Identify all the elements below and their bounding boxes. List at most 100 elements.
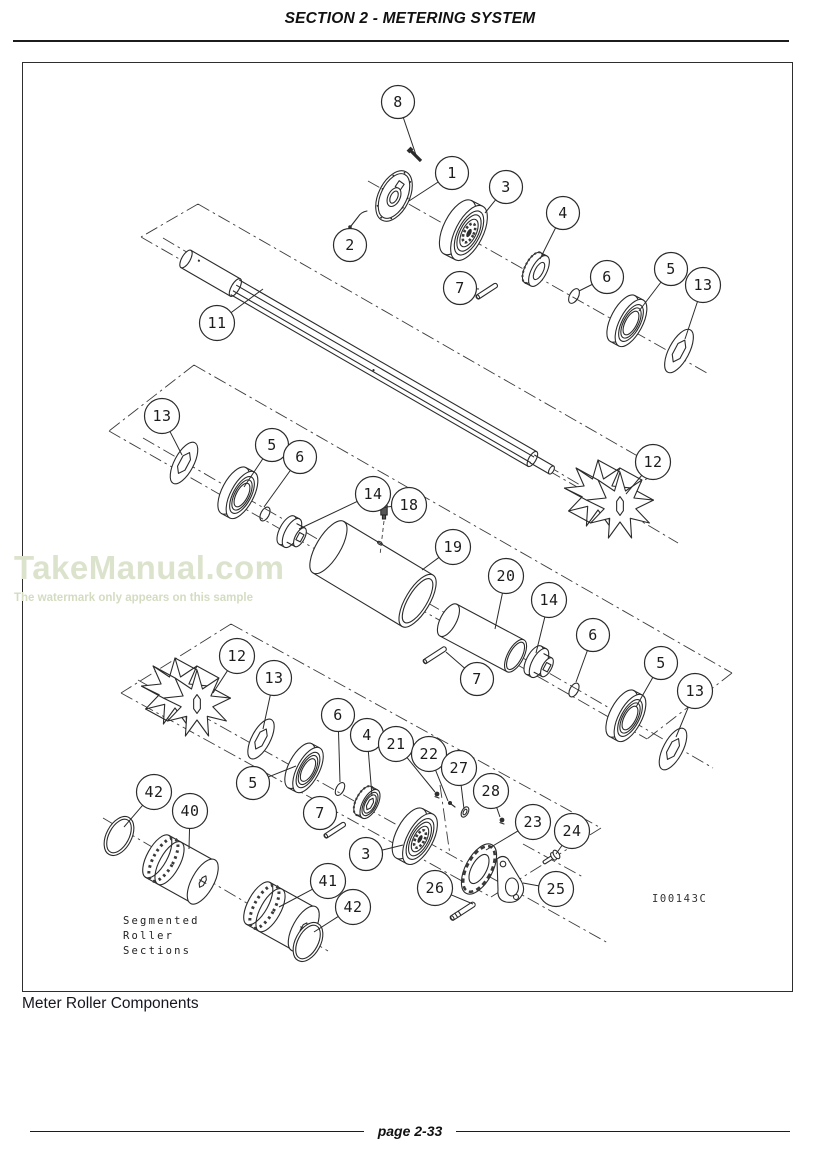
callout-7: 7 [442, 270, 480, 306]
callout-23: 23 [485, 803, 552, 851]
part-gear [563, 459, 655, 539]
part-washer [169, 441, 199, 485]
part-washer [664, 328, 694, 374]
svg-text:1: 1 [447, 164, 457, 182]
callout-6: 6 [320, 697, 356, 783]
part-pin [475, 282, 499, 300]
part-screw8 [406, 146, 423, 163]
part-oring [334, 782, 346, 796]
callout-7: 7 [445, 651, 495, 697]
svg-text:42: 42 [144, 783, 163, 801]
callout-42: 42 [313, 888, 372, 933]
svg-text:5: 5 [666, 260, 676, 278]
callout-14: 14 [530, 581, 568, 654]
callout-24: 24 [553, 812, 591, 855]
part-collar [521, 251, 550, 287]
figure-box: TakeManual.com The watermark only appear… [14, 62, 793, 992]
svg-text:5: 5 [248, 774, 258, 792]
part-roller [309, 520, 437, 628]
part-shaft [179, 249, 555, 475]
part-hub [523, 645, 554, 679]
callout-4: 4 [539, 195, 581, 260]
footer-rule-right [456, 1130, 790, 1132]
part-part1 [375, 170, 413, 222]
svg-text:13: 13 [685, 682, 704, 700]
svg-text:19: 19 [443, 538, 462, 556]
part-pin [323, 821, 347, 839]
callout-22: 22 [410, 735, 449, 802]
callout-5: 5 [243, 427, 290, 488]
svg-text:28: 28 [481, 782, 500, 800]
svg-text:8: 8 [393, 93, 403, 111]
callout-5: 5 [235, 765, 297, 801]
svg-text:18: 18 [399, 496, 418, 514]
svg-text:13: 13 [693, 276, 712, 294]
part-roller [436, 603, 528, 673]
part-oring [259, 506, 271, 522]
diagram-detail-lines [379, 520, 385, 556]
svg-text:6: 6 [333, 706, 343, 724]
drawing-code: I00143C [652, 893, 708, 905]
callout-21: 21 [377, 725, 436, 793]
callout-11: 11 [198, 288, 264, 342]
svg-text:2: 2 [345, 236, 355, 254]
svg-text:3: 3 [501, 178, 511, 196]
part-screw22 [448, 801, 456, 808]
callout-7: 7 [302, 795, 338, 831]
svg-text:21: 21 [386, 735, 405, 753]
callout-14: 14 [298, 475, 392, 530]
callout-3: 3 [348, 836, 404, 872]
svg-text:6: 6 [602, 268, 612, 286]
svg-text:41: 41 [318, 872, 337, 890]
svg-text:20: 20 [496, 567, 515, 585]
svg-text:12: 12 [643, 453, 662, 471]
svg-text:3: 3 [361, 845, 371, 863]
svg-text:27: 27 [449, 759, 468, 777]
callout-6: 6 [575, 617, 611, 683]
svg-text:13: 13 [152, 407, 171, 425]
part-washer [658, 727, 688, 771]
svg-text:6: 6 [588, 626, 598, 644]
svg-text:4: 4 [558, 204, 568, 222]
page-number: page 2-33 [377, 1123, 443, 1139]
part-bearing [284, 742, 324, 794]
part-gear [140, 657, 232, 737]
callout-2: 2 [332, 227, 368, 263]
part-nut [434, 791, 440, 799]
svg-text:5: 5 [267, 436, 277, 454]
diagram-parts [103, 146, 694, 963]
gear-back [140, 657, 210, 725]
callout-13: 13 [143, 397, 183, 456]
svg-text:22: 22 [419, 745, 438, 763]
part-oring42 [292, 921, 324, 963]
part-nut [499, 817, 505, 825]
callout-3: 3 [484, 169, 524, 214]
svg-text:7: 7 [315, 804, 325, 822]
part-segroller [142, 834, 219, 905]
callout-40: 40 [171, 792, 209, 850]
part-bolt24 [542, 849, 561, 865]
svg-text:25: 25 [546, 880, 565, 898]
svg-text:14: 14 [539, 591, 558, 609]
callout-13: 13 [684, 266, 722, 340]
callout-12: 12 [625, 443, 672, 495]
callout-13: 13 [675, 672, 714, 738]
part-oring [568, 288, 580, 304]
part-collar4b [352, 785, 381, 820]
svg-text:14: 14 [363, 485, 382, 503]
svg-text:23: 23 [523, 813, 542, 831]
part-bearing [217, 466, 259, 520]
callout-6: 6 [263, 439, 318, 508]
svg-text:26: 26 [425, 879, 444, 897]
figure-caption: Meter Roller Components [22, 995, 199, 1012]
svg-text:42: 42 [343, 898, 362, 916]
svg-text:40: 40 [180, 802, 199, 820]
part-part3 [391, 807, 438, 866]
footer-rule-left [30, 1130, 364, 1132]
callout-28: 28 [472, 772, 510, 818]
callout-1: 1 [408, 155, 470, 202]
